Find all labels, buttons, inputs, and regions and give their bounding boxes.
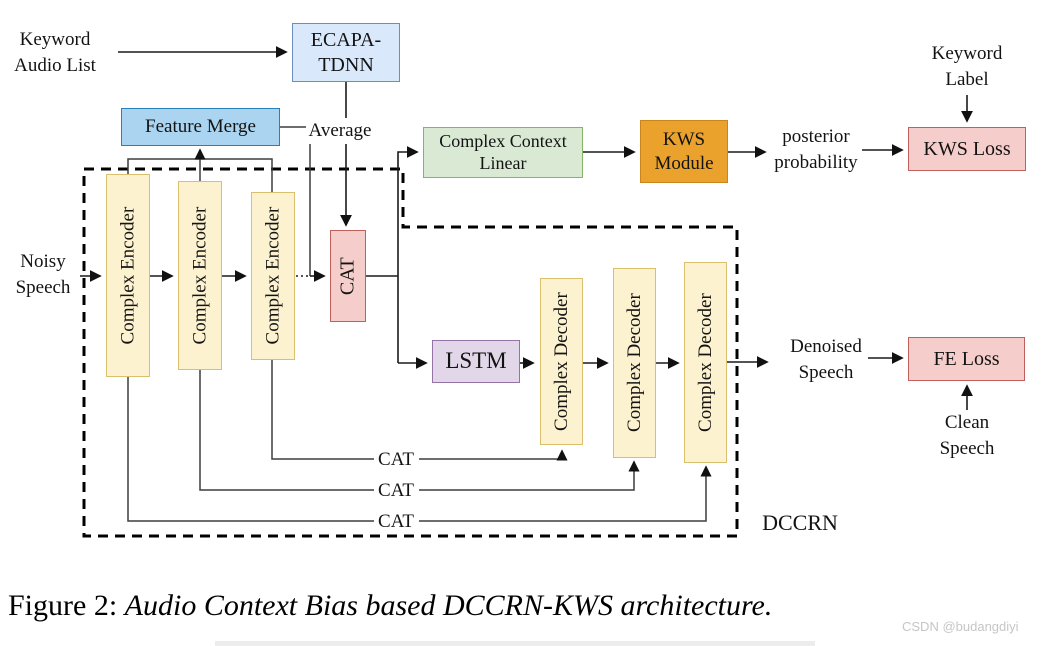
edge-skip-connections xyxy=(127,360,712,522)
denoised-speech-line2: Speech xyxy=(798,361,854,383)
posterior-line2: probability xyxy=(774,151,858,173)
complex-decoder-1-box: Complex Decoder xyxy=(540,278,583,445)
average-text: Average xyxy=(308,120,372,141)
kws-loss-box: KWS Loss xyxy=(908,127,1026,171)
figure-caption: Figure 2: Audio Context Bias based DCCRN… xyxy=(8,589,772,623)
noisy-speech-label: Noisy Speech xyxy=(4,249,82,300)
complex-encoder-1-label: Complex Encoder xyxy=(117,206,139,345)
feature-merge-label: Feature Merge xyxy=(145,116,256,138)
caption-prefix: Figure 2: xyxy=(8,589,125,622)
kws-loss-label: KWS Loss xyxy=(923,137,1011,160)
complex-encoder-3-label: Complex Encoder xyxy=(262,207,284,345)
dccrn-label: DCCRN xyxy=(750,508,850,538)
edge-decoder-flow xyxy=(520,352,973,410)
kws-module-line2: Module xyxy=(654,152,714,174)
ccl-line1: Complex xyxy=(439,130,506,151)
watermark: CSDN @budangdiyi xyxy=(902,619,1019,634)
dccrn-text: DCCRN xyxy=(762,510,838,535)
bottom-page-strip xyxy=(215,641,815,646)
caption-title: Audio Context Bias based DCCRN-KWS archi… xyxy=(124,589,773,622)
keyword-label-label: Keyword Label xyxy=(917,41,1017,92)
denoised-speech-line1: Denoised xyxy=(790,336,862,357)
keyword-label-line2: Label xyxy=(945,68,989,90)
keyword-audio-list-line1: Keyword xyxy=(19,29,91,50)
edge-kws-branch xyxy=(583,95,973,158)
complex-encoder-2-box: Complex Encoder xyxy=(178,181,222,370)
posterior-probability-label: posterior probability xyxy=(768,124,864,175)
edge-encoders-to-feature-merge xyxy=(127,148,273,192)
edge-cat-split xyxy=(366,146,428,369)
complex-decoder-2-label: Complex Decoder xyxy=(623,293,645,433)
cat-skip-1-text: CAT xyxy=(378,449,414,470)
cat-box-label: CAT xyxy=(336,257,359,295)
lstm-box: LSTM xyxy=(432,340,520,383)
clean-speech-line2: Speech xyxy=(939,437,995,459)
keyword-audio-list-label: Keyword Audio List xyxy=(3,27,107,78)
complex-context-linear-box: Complex Context Linear xyxy=(423,127,583,178)
cat-skip-label-3: CAT xyxy=(373,509,419,535)
ccl-line2: Context Linear xyxy=(479,130,567,173)
ecapa-line2: TDNN xyxy=(318,53,374,76)
noisy-speech-line1: Noisy xyxy=(20,251,66,272)
noisy-speech-line2: Speech xyxy=(15,276,71,298)
cat-skip-label-1: CAT xyxy=(373,447,419,473)
cat-box: CAT xyxy=(330,230,366,322)
complex-decoder-2-box: Complex Decoder xyxy=(613,268,656,458)
cat-skip-2-text: CAT xyxy=(378,480,414,501)
complex-decoder-3-box: Complex Decoder xyxy=(684,262,727,463)
complex-decoder-1-label: Complex Decoder xyxy=(550,292,572,431)
posterior-line1: posterior xyxy=(782,126,850,147)
fe-loss-box: FE Loss xyxy=(908,337,1025,381)
clean-speech-label: Clean Speech xyxy=(917,410,1017,461)
dccrn-dashed-boundary xyxy=(82,167,739,538)
keyword-label-line1: Keyword xyxy=(931,43,1003,64)
complex-decoder-3-label: Complex Decoder xyxy=(694,293,716,432)
ecapa-line1: ECAPA- xyxy=(310,29,382,52)
cat-skip-3-text: CAT xyxy=(378,511,414,532)
feature-merge-box: Feature Merge xyxy=(121,108,280,146)
ecapa-tdnn-box: ECAPA- TDNN xyxy=(292,23,400,82)
cat-skip-label-2: CAT xyxy=(373,478,419,504)
fe-loss-label: FE Loss xyxy=(933,347,1000,370)
complex-encoder-3-box: Complex Encoder xyxy=(251,192,295,360)
kws-module-box: KWS Module xyxy=(640,120,728,183)
clean-speech-line1: Clean xyxy=(944,412,990,433)
average-label: Average xyxy=(306,118,374,144)
denoised-speech-label: Denoised Speech xyxy=(779,334,873,385)
lstm-label: LSTM xyxy=(445,348,507,374)
keyword-audio-list-line2: Audio List xyxy=(14,54,96,76)
complex-encoder-2-label: Complex Encoder xyxy=(189,206,211,345)
kws-module-line1: KWS xyxy=(662,129,706,151)
complex-encoder-1-box: Complex Encoder xyxy=(106,174,150,377)
